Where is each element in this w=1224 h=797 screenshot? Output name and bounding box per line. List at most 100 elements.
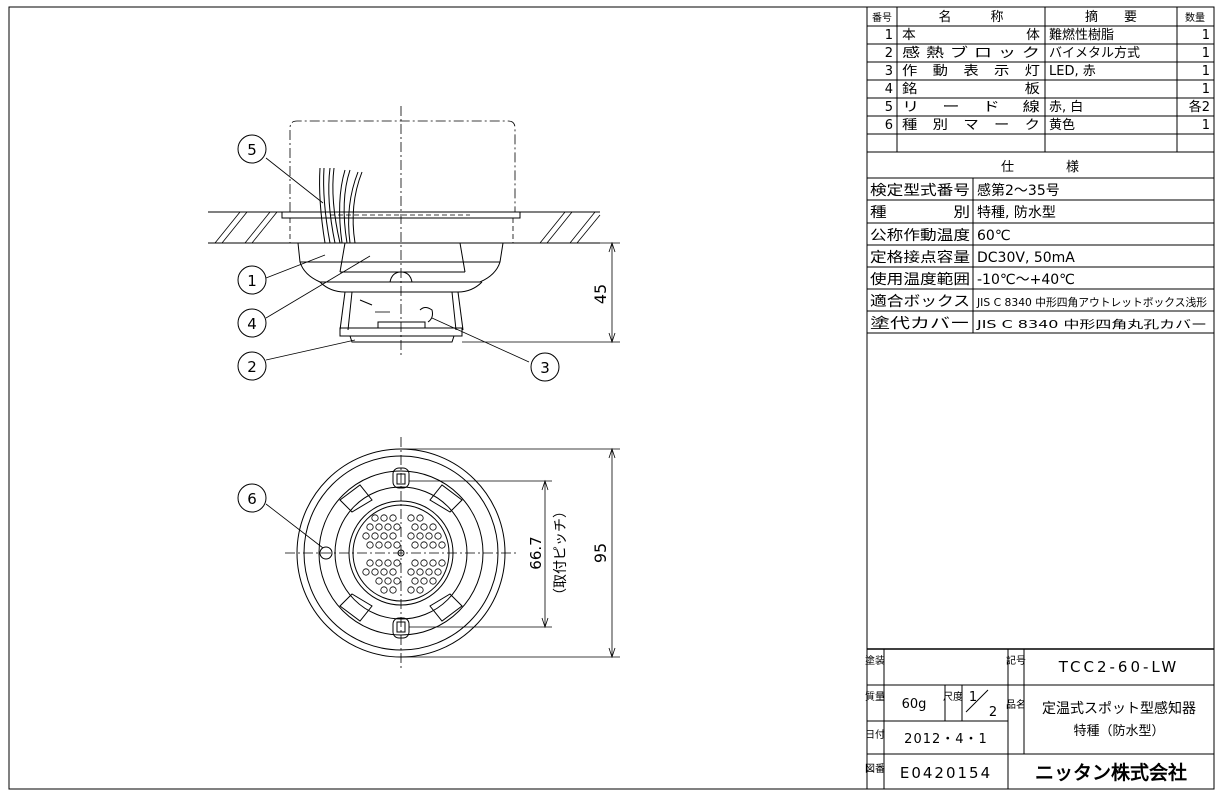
perforation-hole (420, 523, 428, 531)
svg-text:2: 2 (247, 358, 257, 376)
perforation-hole (393, 541, 401, 549)
svg-text:5: 5 (247, 141, 257, 159)
perforation-hole (380, 514, 388, 522)
part-qty: 1 (1202, 82, 1210, 97)
part-no: 2 (885, 46, 893, 61)
perforation-hole (416, 586, 424, 594)
spec-value: 60℃ (977, 228, 1011, 244)
guard-ring (318, 470, 484, 636)
balloon-3: 3 (530, 352, 560, 382)
mass-value: 60g (902, 697, 927, 712)
perforation-hole (384, 577, 392, 585)
perforation-hole (362, 532, 370, 540)
dim-pitch-note: （取付ピッチ） (553, 504, 569, 602)
perforation-hole (366, 541, 374, 549)
perforation-hole (407, 586, 415, 594)
perforation-hole (389, 514, 397, 522)
part-remarks: 赤, 白 (1049, 99, 1083, 115)
spec-value: 感第2～35号 (977, 182, 1060, 199)
perforation-hole (420, 577, 428, 585)
spec-label: 種 別 (870, 205, 970, 221)
perforation-hole (371, 532, 379, 540)
svg-text:6: 6 (247, 490, 257, 508)
product-line2: 特種（防水型） (1073, 723, 1164, 739)
parts-header-no: 番号 (872, 12, 892, 24)
perforation-hole (411, 541, 419, 549)
perforation-hole (429, 541, 437, 549)
perforation-hole (380, 586, 388, 594)
outer-ring-inner (303, 455, 499, 651)
perforation-hole (393, 559, 401, 567)
balloon-2: 2 (237, 351, 267, 381)
perforation-hole (380, 568, 388, 576)
perforation-hole (407, 514, 415, 522)
mounting-slot-top (392, 467, 410, 489)
spec-label: 公称作動温度 (870, 228, 970, 244)
mounting-slot-bottom (392, 617, 410, 639)
perforation-hole (389, 586, 397, 594)
perforation-hole (434, 532, 442, 540)
ceiling-hatch-right (539, 211, 601, 244)
perforation-hole (420, 559, 428, 567)
perforation-hole (384, 523, 392, 531)
sheet-border (8, 6, 1215, 790)
symbol-value: TCC2-60-LW (1058, 658, 1180, 676)
led-dome (389, 271, 413, 283)
dim-95-lines (401, 447, 620, 659)
company-logo: ニッタン株式会社 (1035, 761, 1187, 784)
perforation-hole (384, 559, 392, 567)
drawing-label: 図番 (865, 763, 885, 775)
outlet-box-outline (289, 120, 516, 212)
guard-inner-ring (334, 486, 468, 620)
balloon-5: 5 (237, 134, 267, 164)
balloon-1: 1 (237, 265, 267, 295)
center-point (397, 549, 405, 557)
part-no: 5 (885, 100, 893, 115)
product-line1: 定温式スポット型感知器 (1042, 700, 1196, 717)
perforation-hole (389, 532, 397, 540)
perforation-hole (375, 577, 383, 585)
perforation-hole (362, 568, 370, 576)
part-remarks: バイメタル方式 (1049, 45, 1140, 61)
perforation-hole (380, 532, 388, 540)
cover-plate (281, 212, 521, 219)
part-no: 1 (885, 28, 893, 43)
perforation-hole (411, 523, 419, 531)
perforation-hole (425, 532, 433, 540)
perforation-hole (429, 523, 437, 531)
perforation-hole (434, 568, 442, 576)
ceiling-hatch-left (214, 211, 278, 244)
scale-num: 1 (969, 690, 977, 705)
part-qty: 各2 (1189, 99, 1210, 115)
part-name: 銘 板 (902, 82, 1040, 97)
perforation-hole (366, 559, 374, 567)
spec-label: 定格接点容量 (870, 249, 970, 266)
top-view: 66.7 （取付ピッチ） 95 (265, 437, 620, 668)
perforation-hole (384, 541, 392, 549)
part-remarks: LED, 赤 (1049, 64, 1096, 79)
perforation-hole (438, 559, 446, 567)
balloon-4: 4 (237, 308, 267, 338)
dim-pitch-lines (409, 479, 552, 629)
scale-label: 尺度 (943, 690, 963, 703)
side-view: 45 (208, 106, 620, 363)
part-remarks: 黄色 (1049, 117, 1075, 133)
guard-windows (339, 484, 463, 622)
parts-table-grid (867, 7, 1214, 789)
spec-label: 検定型式番号 (870, 183, 970, 199)
part-qty: 1 (1202, 64, 1210, 79)
sensor-perforations (362, 514, 446, 594)
perforation-hole (411, 559, 419, 567)
spec-value: -10℃～+40℃ (977, 272, 1075, 288)
part-no: 4 (885, 82, 893, 97)
part-remarks: 難燃性樹脂 (1049, 27, 1114, 43)
perforation-hole (420, 541, 428, 549)
perforation-hole (371, 568, 379, 576)
symbol-label: 記号 (1006, 654, 1026, 667)
detector-body (297, 242, 504, 283)
type-mark (319, 546, 333, 560)
parts-header-remarks: 摘 要 (1085, 9, 1137, 25)
spec-value: JIS C 8340 中形四角丸孔カバー (976, 318, 1207, 331)
part-name: リ ー ド 線 (902, 99, 1040, 115)
